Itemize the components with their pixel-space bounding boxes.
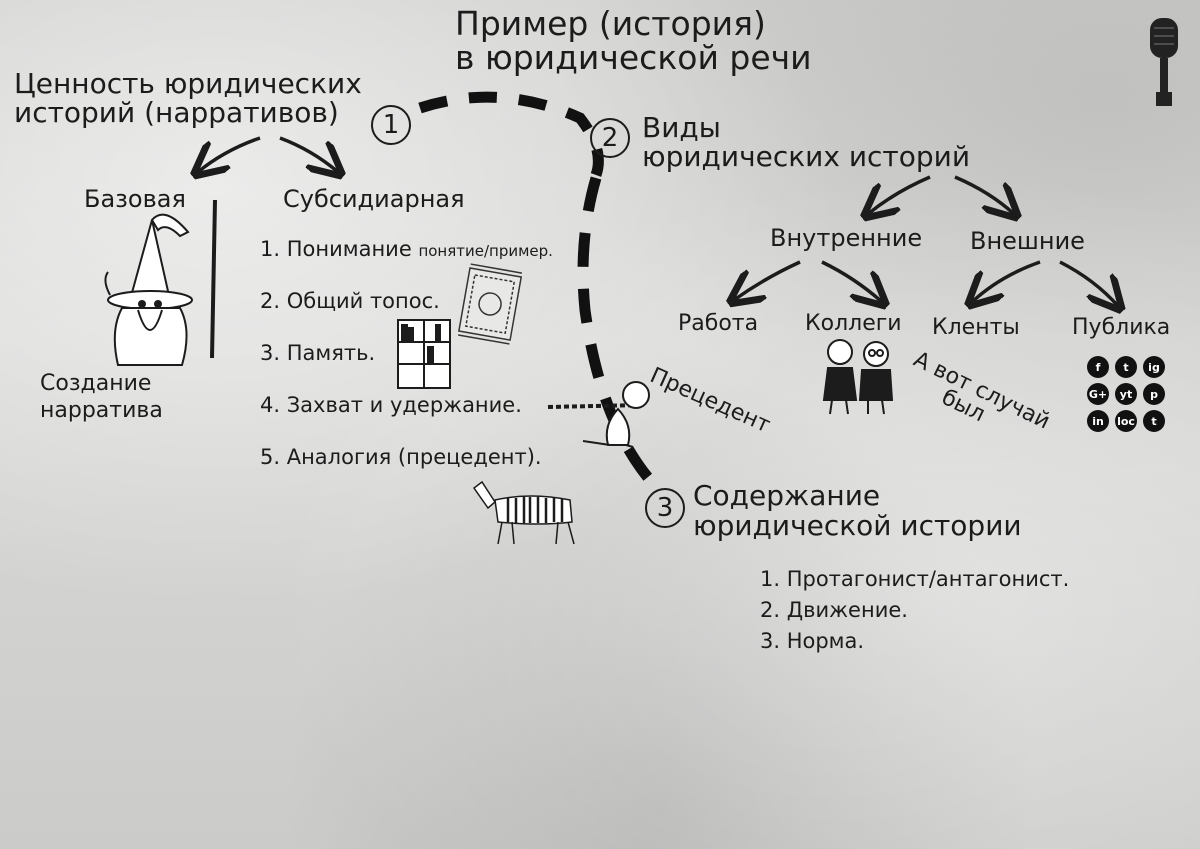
section3-heading-line2: юридической истории: [693, 509, 1022, 542]
arrow-clients: [972, 260, 1041, 302]
content-item-3: 3. Норма.: [760, 629, 865, 653]
value-item-1-note: понятие/пример.: [418, 242, 553, 260]
creation-label-line1: Создание: [40, 371, 152, 396]
dashed-path: [418, 91, 604, 177]
dashed-path-lower: [577, 176, 655, 484]
creation-label-line2: нарратива: [40, 398, 163, 423]
arrow-public: [1059, 260, 1118, 306]
colleagues-illustration: [822, 339, 894, 415]
subsidiary-label: Субсидиарная: [283, 185, 465, 213]
page-title-line2: в юридической речи: [455, 38, 812, 77]
section2-number-badge: 2: [590, 118, 630, 158]
twitter-icon: t: [1115, 356, 1137, 378]
google-plus-icon: G+: [1087, 383, 1109, 405]
value-item-2: 2. Общий топос.: [260, 289, 440, 313]
value-item-3: 3. Память.: [260, 341, 376, 365]
facebook-icon: f: [1087, 356, 1109, 378]
zebra-illustration: [472, 480, 575, 545]
external-label: Внешние: [970, 227, 1085, 255]
leaf-public: Публика: [1072, 315, 1171, 340]
pinterest-icon: p: [1143, 383, 1165, 405]
instagram-icon: ig: [1143, 356, 1165, 378]
location-pin-icon: loc: [1115, 410, 1137, 432]
value-item-1-main: 1. Понимание: [260, 237, 412, 261]
leaf-clients: Кленты: [932, 315, 1020, 340]
content-item-2: 2. Движение.: [760, 598, 908, 622]
section2-heading-line1: Виды: [642, 111, 721, 144]
section1-heading-line2: историй (нарративов): [14, 96, 339, 129]
bookcase-illustration: [397, 319, 451, 389]
section2-heading-line2: юридических историй: [642, 140, 971, 173]
value-item-1: 1. Понимание понятие/пример.: [260, 237, 553, 262]
wizard-illustration: [104, 199, 217, 366]
tumblr-icon: t: [1143, 410, 1165, 432]
page-title-line1: Пример (история): [455, 4, 766, 43]
content-item-1: 1. Протагонист/антагонист.: [760, 567, 1070, 591]
leaf-colleagues: Коллеги: [805, 311, 902, 336]
linkedin-icon: in: [1087, 410, 1109, 432]
basic-label: Базовая: [84, 185, 186, 213]
arrow-work: [734, 260, 801, 300]
microphone-icon: [1150, 18, 1178, 106]
arrow-internal: [868, 175, 931, 214]
arrow-basic: [198, 136, 261, 172]
section3-number-badge: 3: [645, 488, 685, 528]
internal-label: Внутренние: [770, 224, 923, 252]
section1-number-badge: 1: [371, 105, 411, 145]
section3-heading-line1: Содержание: [693, 479, 881, 512]
youtube-icon: yt: [1115, 383, 1137, 405]
arrow-colleagues: [821, 260, 882, 302]
value-item-4: 4. Захват и удержание.: [260, 393, 522, 417]
leaf-work: Работа: [678, 311, 759, 336]
arrow-subsidiary: [279, 136, 338, 172]
arrow-external: [954, 175, 1014, 214]
value-item-5: 5. Аналогия (прецедент).: [260, 445, 542, 469]
tug-of-war-illustration: [547, 381, 650, 448]
section1-heading-line1: Ценность юридических: [14, 67, 362, 100]
carpet-illustration: [458, 263, 523, 345]
